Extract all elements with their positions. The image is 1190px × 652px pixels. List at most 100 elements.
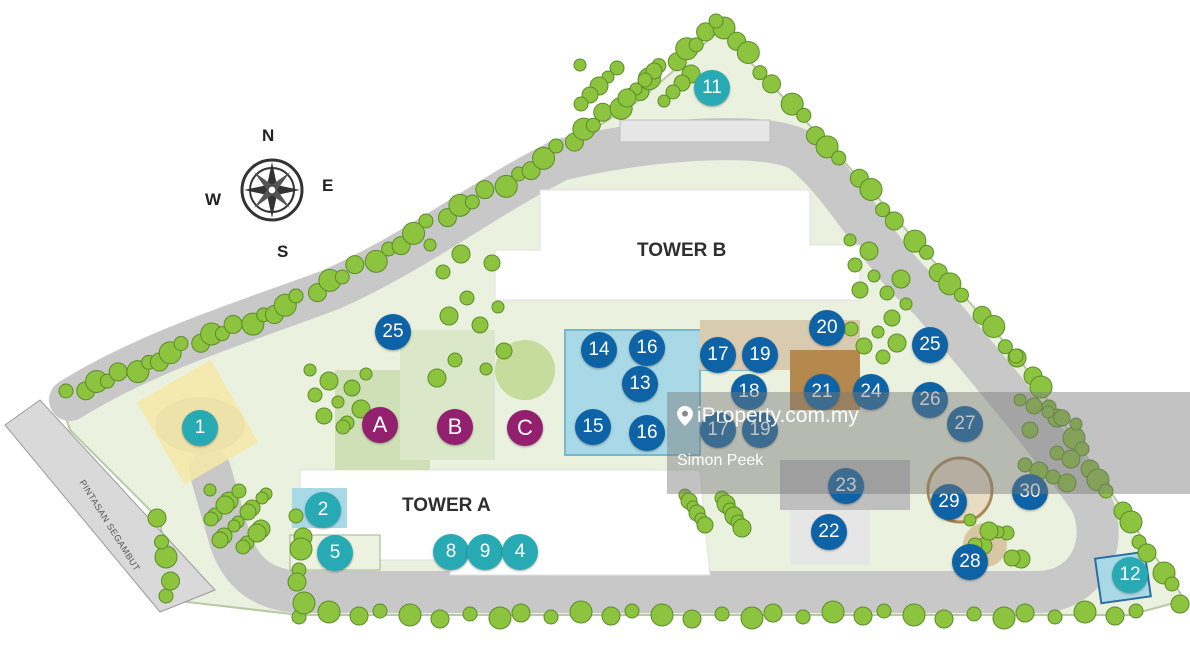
tree [1008,348,1024,364]
compass-rose-icon [240,158,304,222]
tree [247,523,267,543]
facility-marker-1[interactable]: 1 [182,410,218,446]
facility-marker-5[interactable]: 5 [317,535,353,571]
facility-marker-19[interactable]: 19 [742,337,778,373]
facility-marker-9[interactable]: 9 [467,534,503,570]
facility-marker-2[interactable]: 2 [305,492,341,528]
tree [780,92,804,116]
facility-marker-14[interactable]: 14 [581,332,617,368]
tree [471,316,489,334]
watermark-overlay: iProperty.com.my Simon Peek [667,392,1190,494]
facility-marker-8[interactable]: 8 [433,534,469,570]
tree [688,37,704,53]
tree [650,603,674,627]
tree [289,537,313,561]
tower-a-label: TOWER A [402,495,491,516]
tree [714,606,730,622]
tree [359,367,373,381]
tree [462,606,478,622]
tree [288,288,304,304]
tree [239,503,257,521]
facility-marker-17[interactable]: 17 [700,412,736,448]
tree [402,221,426,245]
facility-marker-a[interactable]: A [362,407,398,443]
tree [1098,483,1114,499]
facility-marker-15[interactable]: 15 [575,409,611,445]
tree [479,362,493,376]
tree [859,241,879,261]
tree [543,609,559,625]
facility-marker-c[interactable]: C [507,410,543,446]
tree [1119,510,1143,534]
tree [903,229,927,253]
tree [795,609,811,625]
facility-marker-20[interactable]: 20 [809,310,845,346]
facility-marker-16[interactable]: 16 [629,415,665,451]
facility-marker-27[interactable]: 27 [947,406,983,442]
tree [657,94,671,108]
facility-marker-22[interactable]: 22 [811,514,847,550]
tree [1041,405,1055,419]
tree [215,495,235,515]
tree [255,491,269,505]
facility-marker-23[interactable]: 23 [828,468,864,504]
tree [884,211,904,231]
tree [488,606,512,630]
tree [435,264,451,280]
tree [511,603,531,623]
tree [879,285,895,301]
tree [398,603,422,627]
tree [871,325,885,339]
facility-marker-24[interactable]: 24 [853,374,889,410]
tree [1057,473,1077,493]
tree [235,539,251,555]
tree [292,591,316,615]
tree [548,138,564,154]
tree [609,60,625,76]
facility-marker-13[interactable]: 13 [622,366,658,402]
tree [763,603,783,623]
tree [303,363,317,377]
tree [569,600,593,624]
facility-marker-4[interactable]: 4 [502,534,538,570]
tree [831,150,847,166]
tree [796,107,812,123]
tree [736,40,760,64]
tree [859,178,883,201]
tree [154,534,169,550]
facility-marker-25[interactable]: 25 [912,327,948,363]
tree [423,238,437,252]
tree [887,333,907,353]
tree [147,508,167,528]
facility-marker-18[interactable]: 18 [731,374,767,410]
facility-marker-19[interactable]: 19 [742,412,778,448]
tree [902,603,926,627]
compass-south: S [277,242,289,261]
facility-marker-16[interactable]: 16 [629,330,665,366]
tree [430,609,450,629]
carpark-strip [619,119,771,143]
tree [173,336,189,351]
facility-marker-12[interactable]: 12 [1112,557,1148,593]
tree [843,233,857,247]
tree [891,269,911,289]
facility-marker-25[interactable]: 25 [375,314,411,350]
facility-marker-11[interactable]: 11 [694,70,730,106]
facility-marker-26[interactable]: 26 [912,382,948,418]
facility-marker-28[interactable]: 28 [952,544,988,580]
facility-marker-17[interactable]: 17 [700,337,736,373]
tree [223,314,243,334]
tree [288,508,304,524]
tree [637,72,653,88]
tree [372,603,388,619]
facility-marker-29[interactable]: 29 [931,484,967,520]
tree [475,180,495,200]
tree [979,521,999,541]
facility-marker-21[interactable]: 21 [804,374,840,410]
facility-marker-b[interactable]: B [437,409,473,445]
tree [161,571,180,591]
tree [307,387,323,403]
facility-marker-30[interactable]: 30 [1012,474,1048,510]
tree [953,287,969,303]
